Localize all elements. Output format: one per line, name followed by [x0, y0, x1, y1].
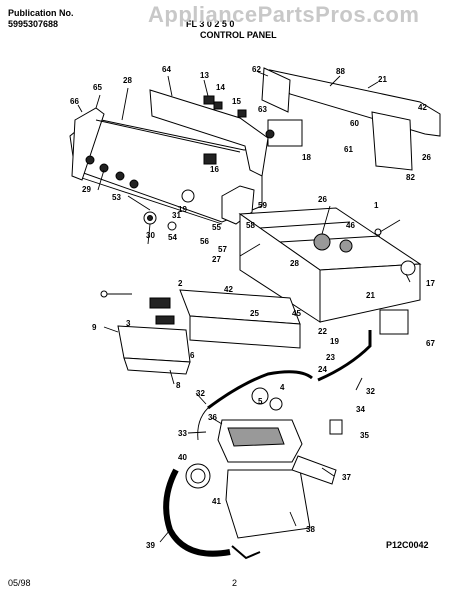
- callout-label: 56: [200, 237, 209, 246]
- callout-label: 37: [342, 473, 351, 482]
- pump-assembly: [185, 387, 343, 539]
- callout-label: 19: [330, 337, 339, 346]
- callout-label: 64: [162, 65, 171, 74]
- callout-label: 65: [93, 83, 102, 92]
- callout-label: 60: [350, 119, 359, 128]
- callout-label: 24: [318, 365, 327, 374]
- callout-label: 5: [258, 397, 263, 406]
- callout-label: 63: [258, 105, 267, 114]
- callout-label: 1: [374, 201, 379, 210]
- callout-label: 58: [246, 221, 255, 230]
- callout-label: 28: [290, 259, 299, 268]
- callout-label: 19: [178, 205, 187, 214]
- callout-label: 34: [356, 405, 365, 414]
- figure-code: P12C0042: [386, 540, 429, 550]
- timer-part: [265, 119, 303, 147]
- callout-label: 8: [176, 381, 181, 390]
- callout-label: 45: [292, 309, 301, 318]
- callout-label: 88: [336, 67, 345, 76]
- callout-label: 57: [218, 245, 227, 254]
- callout-label: 33: [178, 429, 187, 438]
- model-number: FL 3 0 2 5 0: [186, 19, 235, 29]
- callout-label: 53: [112, 193, 121, 202]
- leader-lines: [77, 71, 411, 543]
- console-back-plate: [149, 67, 441, 177]
- callout-label: 26: [422, 153, 431, 162]
- callout-labels: 65 28 64 13 14 15 62 88 21 42 66 63 60 6…: [70, 65, 435, 550]
- footer-date: 05/98: [8, 578, 31, 588]
- callout-label: 42: [418, 103, 427, 112]
- switch-group: [203, 95, 247, 165]
- page-number: 2: [232, 578, 238, 588]
- knob-group: [85, 155, 195, 231]
- callout-label: 14: [216, 83, 225, 92]
- callout-label: 59: [258, 201, 267, 210]
- callout-label: 41: [212, 497, 221, 506]
- callout-label: 39: [146, 541, 155, 550]
- motor-part: [374, 219, 409, 335]
- section-title: CONTROL PANEL: [200, 30, 277, 40]
- callout-label: 21: [378, 75, 387, 84]
- publication-label: Publication No.: [8, 8, 74, 18]
- callout-label: 54: [168, 233, 177, 242]
- callout-label: 35: [360, 431, 369, 440]
- callout-label: 3: [126, 319, 131, 328]
- callout-label: 2: [178, 279, 183, 288]
- callout-label: 16: [210, 165, 219, 174]
- callout-label: 30: [146, 231, 155, 240]
- callout-label: 26: [318, 195, 327, 204]
- chassis-frame: [238, 207, 422, 323]
- callout-label: 13: [200, 71, 209, 80]
- callout-label: 21: [366, 291, 375, 300]
- callout-label: 61: [344, 145, 353, 154]
- callout-label: 42: [224, 285, 233, 294]
- callout-label: 18: [302, 153, 311, 162]
- callout-label: 67: [426, 339, 435, 348]
- callout-label: 23: [326, 353, 335, 362]
- callout-label: 55: [212, 223, 221, 232]
- callout-label: 17: [426, 279, 435, 288]
- callout-label: 25: [250, 309, 259, 318]
- callout-label: 66: [70, 97, 79, 106]
- callout-label: 46: [346, 221, 355, 230]
- callout-label: 28: [123, 76, 132, 85]
- callout-label: 22: [318, 327, 327, 336]
- callout-label: 9: [92, 323, 97, 332]
- callout-label: 38: [306, 525, 315, 534]
- callout-label: 15: [232, 97, 241, 106]
- callout-label: 32: [366, 387, 375, 396]
- callout-label: 32: [196, 389, 205, 398]
- callout-label: 40: [178, 453, 187, 462]
- callout-label: 82: [406, 173, 415, 182]
- dispenser-drawer: [100, 289, 301, 375]
- callout-label: 31: [172, 211, 181, 220]
- callout-label: 62: [252, 65, 261, 74]
- callout-label: 6: [190, 351, 195, 360]
- watermark: AppliancePartsPros.com: [148, 2, 420, 27]
- callout-label: 36: [208, 413, 217, 422]
- callout-label: 27: [212, 255, 221, 264]
- callout-label: 4: [280, 383, 285, 392]
- publication-number: 5995307688: [8, 19, 59, 29]
- callout-label: 29: [82, 185, 91, 194]
